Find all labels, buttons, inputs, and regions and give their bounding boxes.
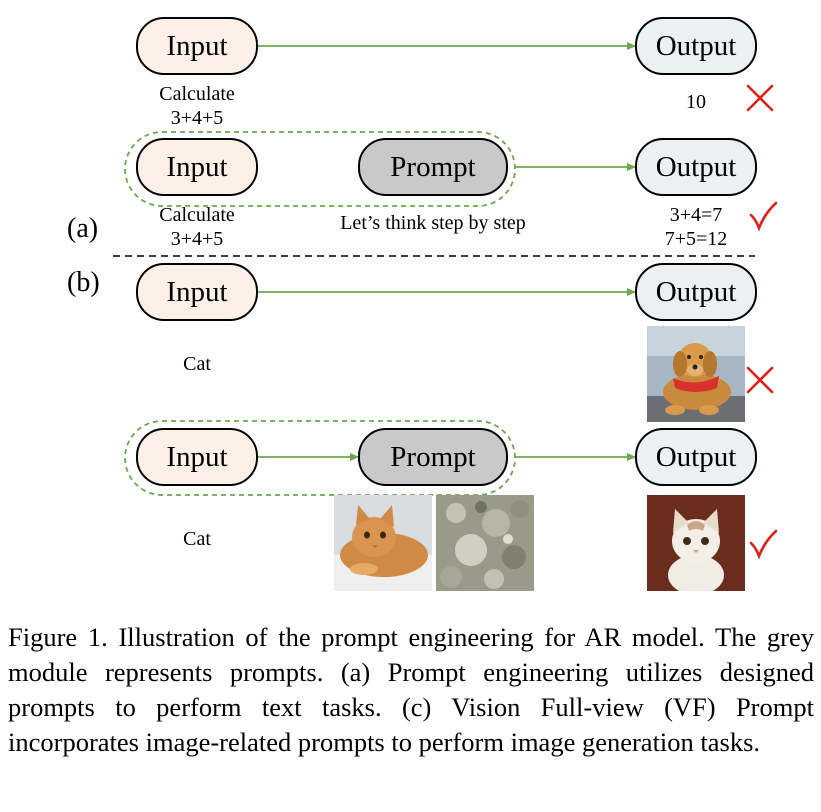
prompt-group-row2	[124, 131, 516, 207]
input-node-row1: Input	[136, 17, 258, 75]
output-node-row1: Output	[635, 17, 757, 75]
input-text-row4: Cat	[183, 528, 211, 550]
output-text-row1: 10	[686, 91, 706, 113]
prompt-cat-image	[334, 495, 432, 591]
input-text-row2: Calculate 3+4+5	[159, 204, 235, 250]
generated-cat-image	[647, 495, 745, 591]
prompt-noise-image	[436, 495, 534, 591]
output-node-row3: Output	[635, 263, 757, 321]
cross-icon	[746, 84, 774, 112]
prompt-text-row2: Let’s think step by step	[340, 212, 526, 234]
prompt-node-row4: Prompt	[358, 428, 508, 486]
prompt-group-row4	[124, 420, 516, 496]
input-text-row3: Cat	[183, 353, 211, 375]
generated-dog-image	[647, 326, 745, 422]
panel-label-b: (b)	[67, 267, 100, 298]
output-node-row4: Output	[635, 428, 757, 486]
cross-icon	[746, 366, 774, 394]
output-text-row2: 3+4=7 7+5=12	[664, 204, 728, 250]
connector-layer	[113, 42, 778, 560]
check-icon	[749, 201, 778, 232]
input-node-row3: Input	[136, 263, 258, 321]
check-icon	[749, 529, 778, 560]
prompt-node-row2: Prompt	[358, 138, 508, 196]
figure: (a) (b) Input Output Calculate 3+4+5 10 …	[67, 17, 778, 591]
output-node-row2: Output	[635, 138, 757, 196]
figure-caption: Figure 1. Illustration of the prompt eng…	[8, 622, 814, 757]
input-node-row2: Input	[136, 138, 258, 196]
input-node-row4: Input	[136, 428, 258, 486]
input-text-row1: Calculate 3+4+5	[159, 83, 235, 129]
panel-label-a: (a)	[67, 213, 99, 244]
